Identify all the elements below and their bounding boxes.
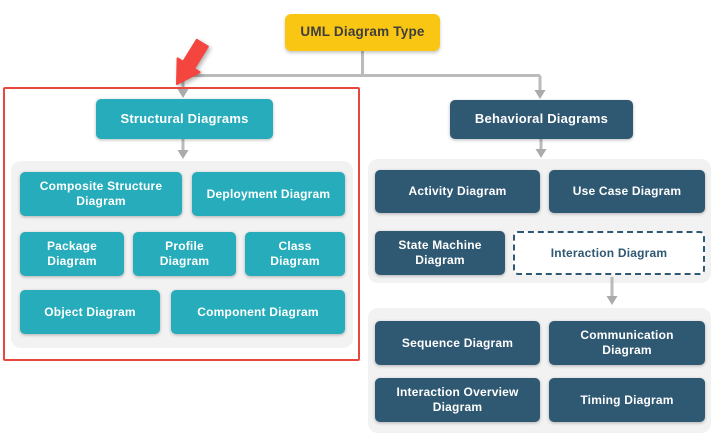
arrowhead-behavioral <box>534 90 546 99</box>
node-interaction-diagram: Interaction Diagram <box>513 231 705 275</box>
node-state-machine-diagram: State Machine Diagram <box>375 231 505 275</box>
node-structural-diagrams-header: Structural Diagrams <box>96 99 273 139</box>
node-behavioral-diagrams-header: Behavioral Diagrams <box>450 100 633 139</box>
red-arrow-cursor-icon <box>176 38 209 85</box>
node-interaction-overview-diagram: Interaction Overview Diagram <box>375 378 540 422</box>
node-composite-structure-diagram: Composite Structure Diagram <box>20 172 182 216</box>
node-communication-diagram: Communication Diagram <box>549 321 705 365</box>
node-package-diagram: Package Diagram <box>20 232 124 276</box>
node-activity-diagram: Activity Diagram <box>375 170 540 213</box>
node-object-diagram: Object Diagram <box>20 290 160 334</box>
node-profile-diagram: Profile Diagram <box>133 232 236 276</box>
arrowhead-structural <box>177 89 189 98</box>
node-use-case-diagram: Use Case Diagram <box>549 170 705 213</box>
arrowhead-structural-panel <box>177 150 189 159</box>
arrowhead-interaction-panel <box>606 296 618 305</box>
node-class-diagram: Class Diagram <box>245 232 345 276</box>
arrowhead-behavioral-panel <box>535 149 547 158</box>
node-deployment-diagram: Deployment Diagram <box>192 172 345 216</box>
node-component-diagram: Component Diagram <box>171 290 345 334</box>
node-uml-diagram-type: UML Diagram Type <box>285 14 440 51</box>
node-sequence-diagram: Sequence Diagram <box>375 321 540 365</box>
node-timing-diagram: Timing Diagram <box>549 378 705 422</box>
